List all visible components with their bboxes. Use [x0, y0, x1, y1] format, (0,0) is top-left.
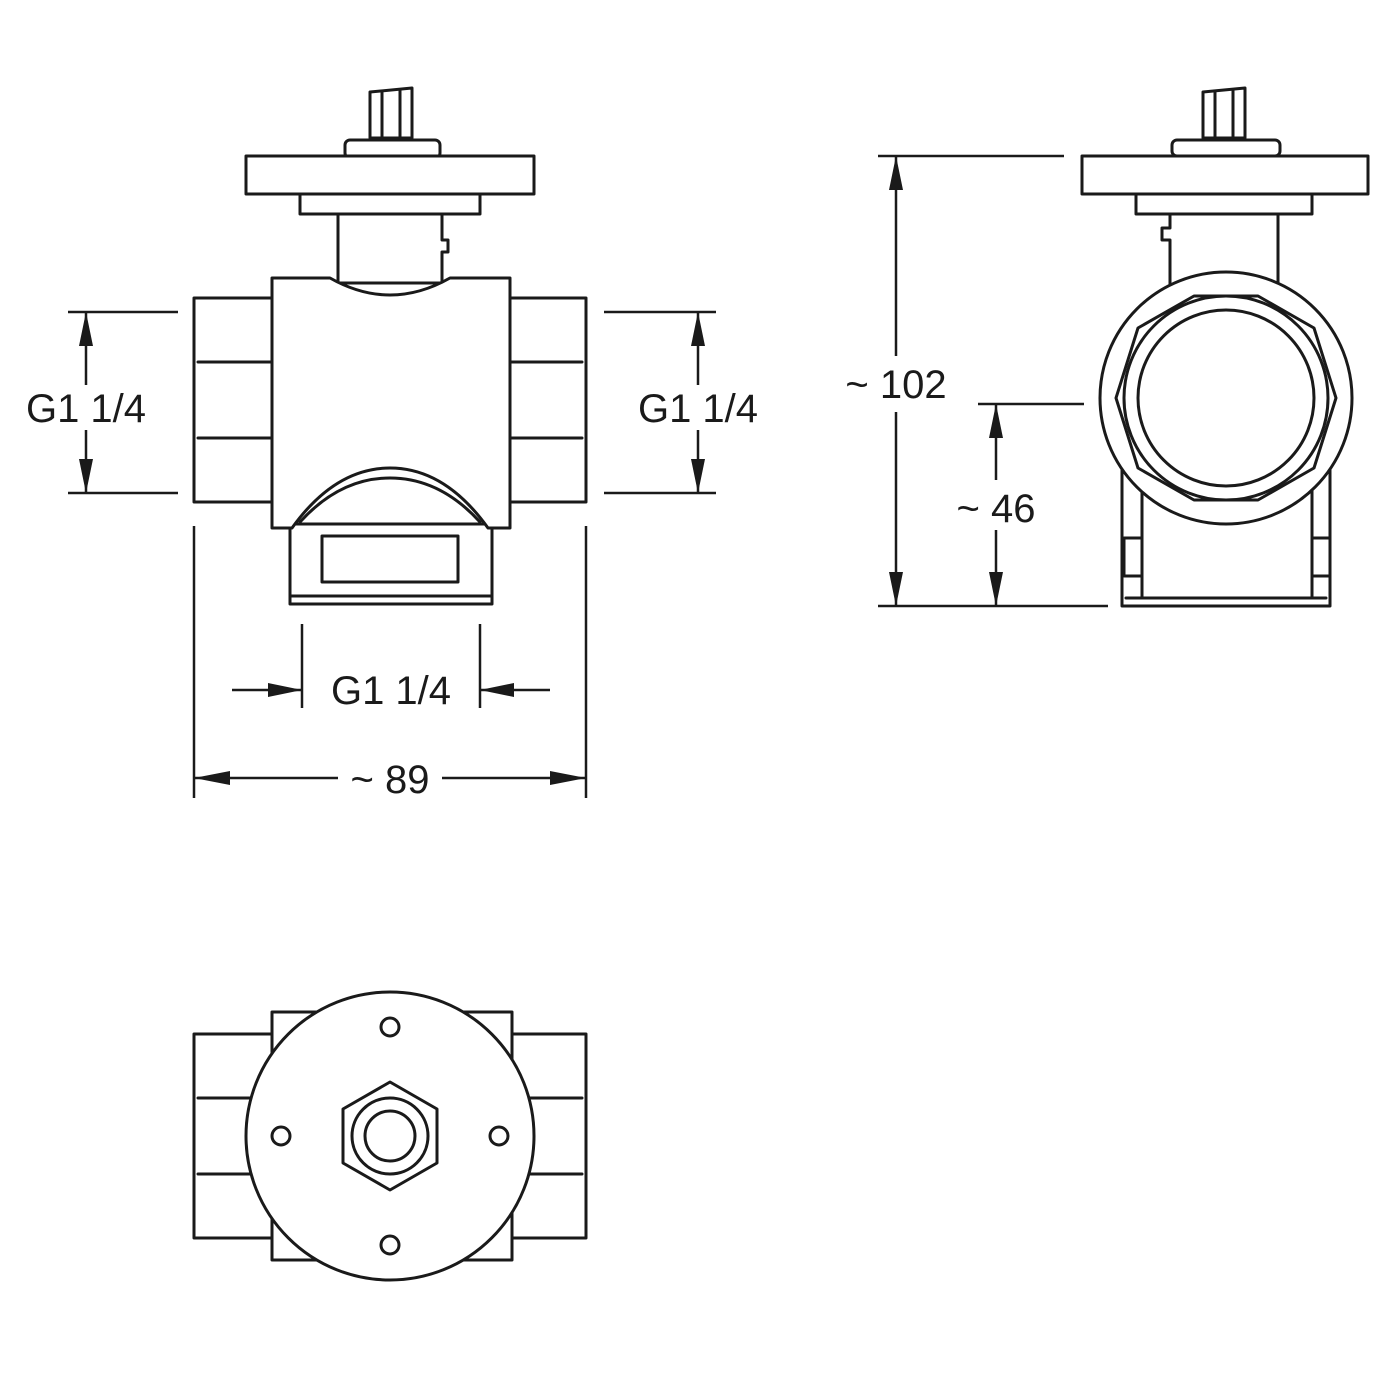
dim-overall-height-label: ~ 102 [845, 363, 946, 407]
front-left-port [192, 296, 276, 504]
front-mounting-plate [244, 154, 536, 196]
front-neck [336, 212, 450, 285]
side-stem-nut [1170, 138, 1282, 158]
side-port-bore [1136, 308, 1316, 488]
dim-overall-width-label: ~ 89 [351, 758, 430, 802]
side-left-tab [1122, 536, 1144, 578]
front-bottom-port-window [320, 534, 460, 584]
dim-axis-height-label: ~ 46 [957, 487, 1036, 531]
side-mounting-plate [1080, 154, 1370, 196]
side-neck [1160, 212, 1280, 292]
dim-right-port-label: G1 1/4 [638, 387, 758, 431]
top-bolt-hole-bottom [379, 1234, 401, 1256]
top-bolt-hole-right [488, 1125, 510, 1147]
top-bolt-hole-top [379, 1016, 401, 1038]
side-view [1080, 86, 1370, 608]
front-view [192, 86, 588, 606]
side-dimensions: ~ 102 ~ 46 [845, 154, 1108, 608]
dim-bottom-port-label: G1 1/4 [331, 669, 451, 713]
side-stem [1201, 86, 1247, 140]
dim-left-port-label: G1 1/4 [26, 387, 146, 431]
front-dimensions: G1 1/4 G1 1/4 G1 1/4 ~ 89 [26, 310, 758, 802]
top-bolt-hole-left [270, 1125, 292, 1147]
top-view [192, 990, 588, 1282]
side-plate-collar [1134, 192, 1314, 216]
front-right-port [504, 296, 588, 504]
side-right-tab [1310, 536, 1332, 578]
front-valve-body [270, 276, 512, 530]
top-stem-shaft [363, 1109, 417, 1163]
front-stem [368, 86, 414, 140]
front-plate-collar [298, 192, 482, 216]
